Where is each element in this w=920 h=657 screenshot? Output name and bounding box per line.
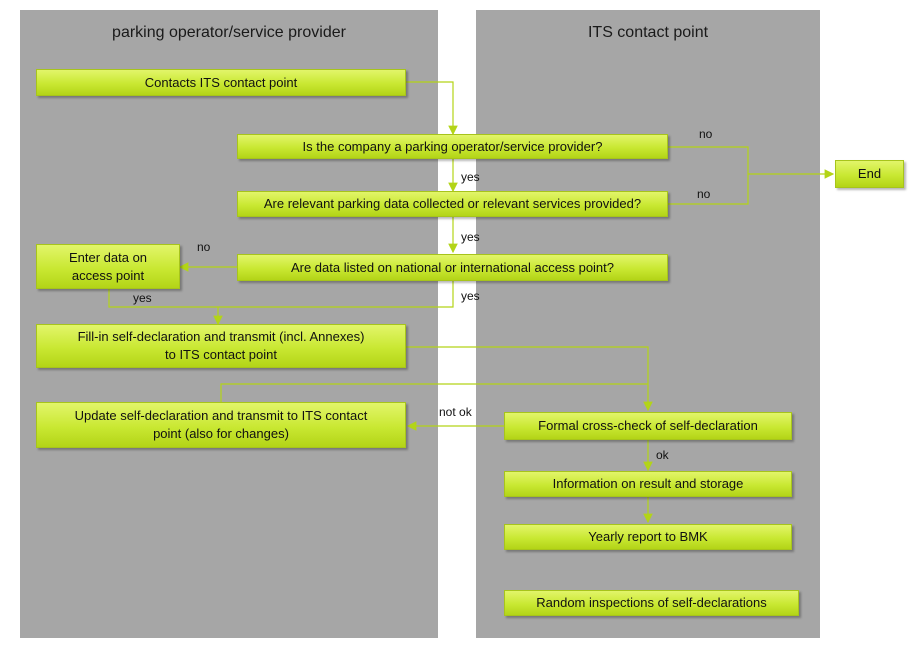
lane-title-its-contact-point: ITS contact point	[587, 24, 709, 41]
label-no-relevant-data: no	[697, 187, 711, 201]
box-yearly-report: Yearly report to BMK	[504, 524, 792, 550]
box-information-storage: Information on result and storage	[504, 471, 792, 497]
box-enter-data: Enter data on access point	[36, 244, 180, 289]
lane-title-parking-operator: parking operator/service provider	[112, 24, 346, 41]
connector-update-to-formal-check	[220, 383, 648, 402]
label-yes-is-company: yes	[461, 170, 480, 184]
label-no-is-company: no	[699, 127, 713, 141]
box-end: End	[835, 160, 904, 188]
connector-enter-data-yes	[108, 289, 218, 308]
box-update-self-declaration: Update self-declaration and transmit to …	[36, 402, 406, 448]
box-relevant-data: Are relevant parking data collected or r…	[237, 191, 668, 217]
box-fill-in-self-declaration: Fill-in self-declaration and transmit (i…	[36, 324, 406, 368]
box-data-listed: Are data listed on national or internati…	[237, 254, 668, 281]
label-yes-enter-data: yes	[133, 291, 152, 305]
box-is-company-operator: Is the company a parking operator/servic…	[237, 134, 668, 159]
box-formal-cross-check: Formal cross-check of self-declaration	[504, 412, 792, 440]
label-yes-data-listed: yes	[461, 289, 480, 303]
connector-is-company-no	[668, 146, 749, 174]
box-contacts-its: Contacts ITS contact point	[36, 69, 406, 96]
connector-contacts-to-is-company	[406, 81, 458, 136]
box-random-inspections: Random inspections of self-declarations	[504, 590, 799, 616]
connector-fill-in-to-formal-check	[406, 346, 653, 412]
label-yes-relevant-data: yes	[461, 230, 480, 244]
label-not-ok: not ok	[439, 405, 472, 419]
label-no-data-listed: no	[197, 240, 211, 254]
connector-relevant-data-no	[668, 174, 749, 205]
connector-data-listed-yes	[213, 281, 454, 326]
label-ok: ok	[656, 448, 669, 462]
